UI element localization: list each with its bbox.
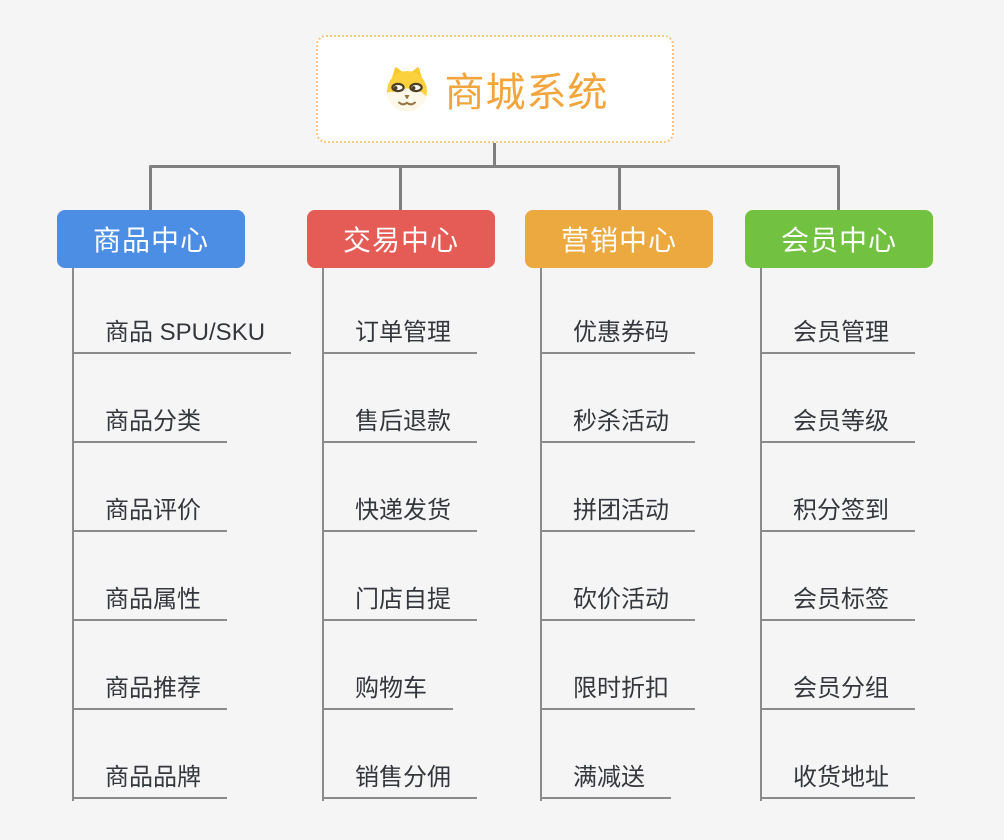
leaf-node[interactable]: 优惠券码	[540, 318, 695, 354]
leaf-node[interactable]: 会员管理	[760, 318, 915, 354]
root-title: 商城系统	[444, 71, 609, 115]
connector-horizontal-bar	[149, 165, 840, 168]
leaf-node[interactable]: 商品评价	[72, 496, 227, 532]
leaf-node[interactable]: 购物车	[322, 674, 453, 710]
leaf-node[interactable]: 砍价活动	[540, 585, 695, 621]
leaf-node[interactable]: 商品分类	[72, 407, 227, 443]
leaf-node[interactable]: 商品品牌	[72, 763, 227, 799]
branch-column-trade: 交易中心 订单管理 售后退款 快递发货 门店自提 购物车 销售分佣	[307, 210, 495, 801]
doge-icon	[382, 65, 432, 113]
branch-node-marketing[interactable]: 营销中心	[525, 210, 713, 268]
branch-column-marketing: 营销中心 优惠券码 秒杀活动 拼团活动 砍价活动 限时折扣 满减送	[525, 210, 713, 801]
leaf-node[interactable]: 售后退款	[322, 407, 477, 443]
leaf-node[interactable]: 满减送	[540, 763, 671, 799]
leaf-node[interactable]: 会员等级	[760, 407, 915, 443]
leaf-node[interactable]: 秒杀活动	[540, 407, 695, 443]
leaf-node[interactable]: 商品推荐	[72, 674, 227, 710]
connector-drop-trade	[399, 167, 402, 210]
leaf-node[interactable]: 会员分组	[760, 674, 915, 710]
connector-drop-marketing	[618, 167, 621, 210]
leaf-node[interactable]: 收货地址	[760, 763, 915, 799]
leaf-node[interactable]: 限时折扣	[540, 674, 695, 710]
leaf-node[interactable]: 会员标签	[760, 585, 915, 621]
leaf-node[interactable]: 商品属性	[72, 585, 227, 621]
trunk-line	[72, 268, 74, 801]
leaf-node[interactable]: 快递发货	[322, 496, 477, 532]
trunk-line	[322, 268, 324, 801]
root-node[interactable]: 商城系统	[316, 35, 674, 143]
leaf-node[interactable]: 门店自提	[322, 585, 477, 621]
connector-root-stem	[493, 143, 496, 167]
branch-node-trade[interactable]: 交易中心	[307, 210, 495, 268]
leaf-node[interactable]: 销售分佣	[322, 763, 477, 799]
connector-drop-product	[149, 167, 152, 210]
branch-column-product: 商品中心 商品 SPU/SKU 商品分类 商品评价 商品属性 商品推荐 商品品牌	[57, 210, 292, 801]
leaf-node[interactable]: 积分签到	[760, 496, 915, 532]
connector-drop-member	[837, 167, 840, 210]
leaf-node[interactable]: 拼团活动	[540, 496, 695, 532]
trunk-line	[760, 268, 762, 801]
leaf-node[interactable]: 订单管理	[322, 318, 477, 354]
trunk-line	[540, 268, 542, 801]
branch-column-member: 会员中心 会员管理 会员等级 积分签到 会员标签 会员分组 收货地址	[745, 210, 933, 801]
branch-node-member[interactable]: 会员中心	[745, 210, 933, 268]
branch-node-product[interactable]: 商品中心	[57, 210, 245, 268]
leaf-node[interactable]: 商品 SPU/SKU	[72, 318, 292, 354]
